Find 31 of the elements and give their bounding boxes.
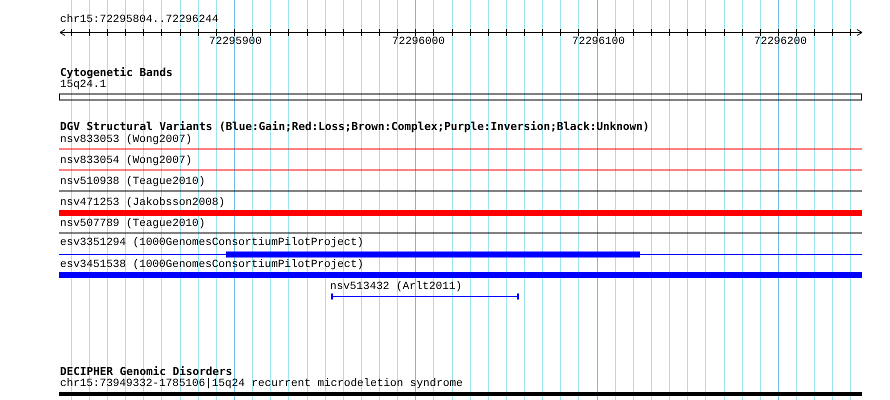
position-label: chr15:72295804..72296244 [60,15,218,26]
variant-feature [59,198,863,216]
feature-label: nsv833054 (Wong2007) [60,156,192,167]
tick-label: 72296200 [754,37,807,48]
variant-feature [59,156,863,172]
track-heading: Cytogenetic Bands [60,67,173,78]
variant-feature [59,135,863,151]
feature-label: nsv507789 (Teague2010) [60,219,206,230]
track-heading: DGV Structural Variants (Blue:Gain;Red:Loss;Brown:Complex;Purple:Inversion;Black:Unknown) [60,121,650,132]
feature-label: esv3451538 (1000GenomesConsortiumPilotProject) [60,260,364,271]
track-panel [59,67,863,102]
feature-label: 15q24.1 [60,80,106,91]
tick-label: 72296000 [392,37,445,48]
feature-label: nsv471253 (Jakobsson2008) [60,198,226,209]
feature-label: chr15:73949332-1785106|15q24 recurrent microdeletion syndrome [60,379,463,390]
variant-feature [59,177,863,193]
cytoband-feature [59,80,863,102]
tick-label: 72296100 [572,37,625,48]
variant-feature [59,238,863,258]
feature-label: nsv510938 (Teague2010) [60,177,206,188]
variant-feature [329,282,521,300]
feature-label: nsv833053 (Wong2007) [60,135,192,146]
track-heading: DECIPHER Genomic Disorders [60,366,232,377]
feature-label: esv3351294 (1000GenomesConsortiumPilotProject) [60,238,364,249]
variant-feature [59,379,863,397]
tick-label: 72295900 [209,37,262,48]
feature-label: nsv513432 (Arlt2011) [330,282,462,293]
track-panel [59,366,863,397]
variant-feature [59,260,863,279]
track-panel [59,121,863,301]
variant-feature [59,219,863,235]
